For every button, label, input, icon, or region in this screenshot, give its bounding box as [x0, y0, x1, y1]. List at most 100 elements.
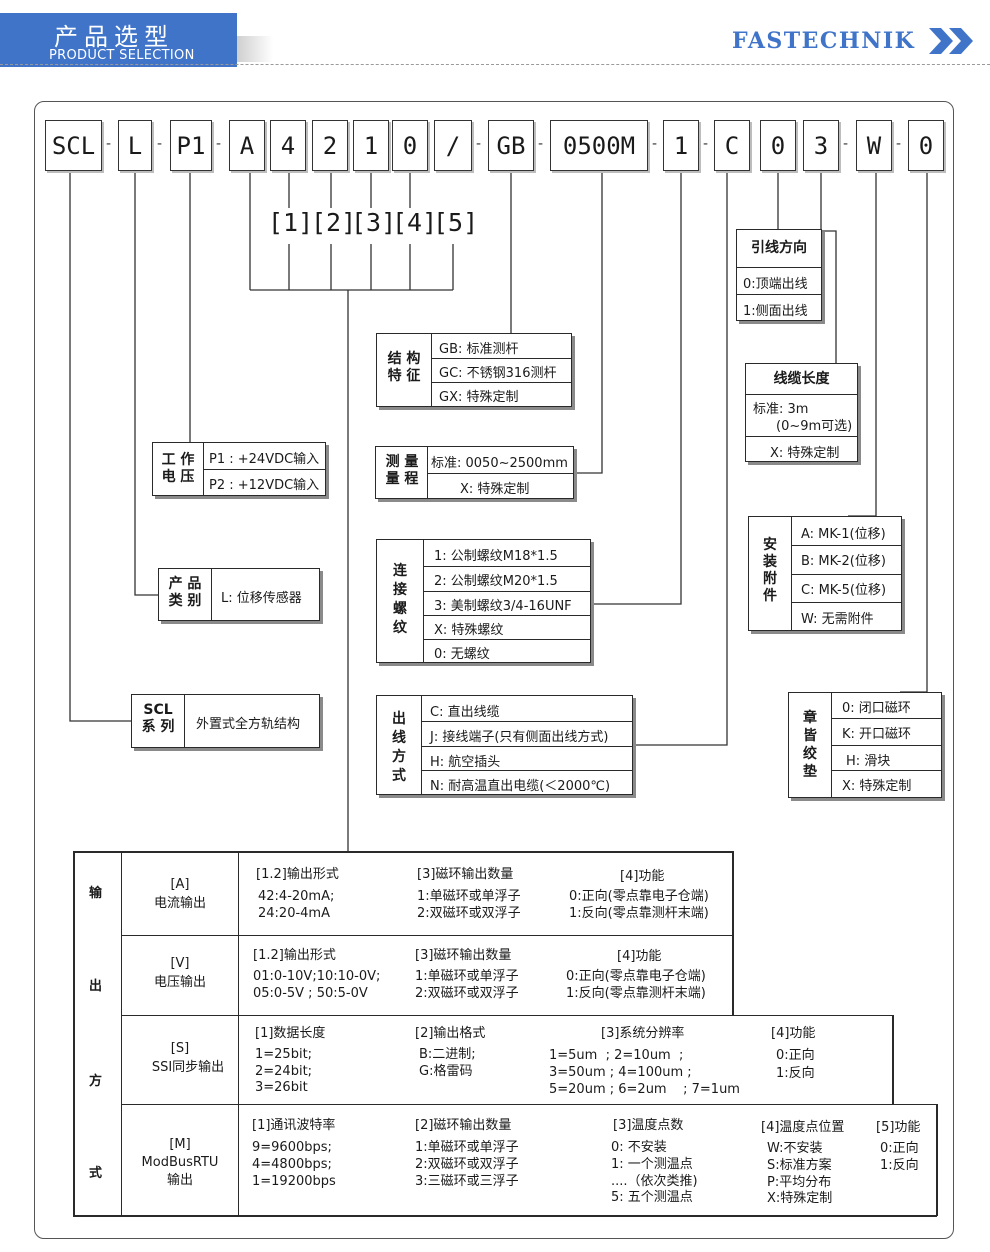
output-m-header: [1]通讯波特率 — [252, 1118, 336, 1133]
thread-option: 3: 美制螺纹3/4-16UNF — [434, 599, 572, 614]
category-table: 产 品类 别 L: 位移传感器 — [158, 568, 320, 621]
code-segment-digit: 2 — [312, 120, 348, 171]
outlet-option: C: 直出线缆 — [430, 705, 500, 720]
category-option: L: 位移传感器 — [221, 591, 302, 606]
output-side-label: 出 — [89, 979, 103, 994]
output-v-header: [3]磁环输出数量 — [415, 948, 512, 963]
output-v-code: [V] — [170, 956, 190, 971]
output-m-value: 4=4800bps; — [252, 1157, 332, 1172]
code-segment-lead-direction: 0 — [760, 120, 796, 171]
magnet-option: 0: 闭口磁环 — [842, 701, 911, 716]
output-a-name: 电流输出 — [153, 896, 206, 911]
output-s-value: 2=24bit; — [255, 1064, 313, 1079]
magnet-table: 章皆绞垫 0: 闭口磁环 K: 开口磁环 H: 滑块 X: 特殊定制 — [788, 692, 942, 798]
code-segment-outlet: C — [714, 120, 750, 171]
output-m-value: 3:三磁环或三浮子 — [415, 1174, 519, 1189]
voltage-option: P2 : +12VDC输入 — [209, 478, 320, 493]
series-option: 外置式全方轨结构 — [196, 717, 301, 732]
output-m-value: S:标准方案 — [767, 1158, 832, 1173]
code-segment-output: A — [229, 120, 265, 171]
output-a-header: [4]功能 — [620, 869, 665, 884]
code-segment-digit: 4 — [270, 120, 306, 171]
code-segment-digit: 0 — [392, 120, 428, 171]
voltage-table: 工 作电 压 P1 : +24VDC输入 P2 : +12VDC输入 — [152, 442, 326, 496]
output-m-value: P:平均分布 — [767, 1175, 832, 1190]
output-m-header: [3]温度点数 — [613, 1118, 684, 1133]
header-divider — [0, 64, 990, 65]
output-side-label: 方 — [89, 1074, 103, 1089]
output-side-label: 式 — [89, 1166, 103, 1181]
output-a-code: [A] — [170, 877, 190, 892]
range-table: 测 量量 程 标准: 0050~2500mm X: 特殊定制 — [375, 446, 574, 499]
code-segment-accessory: W — [856, 120, 892, 171]
output-m-name: 输出 — [166, 1173, 193, 1188]
output-v-value: 1:单磁环或单浮子 — [415, 969, 519, 984]
structure-table: 结 构特 征 GB: 标准测杆 GC: 不锈钢316测杆 GX: 特殊定制 — [376, 333, 572, 407]
category-label: 产 品类 别 — [168, 576, 202, 609]
code-segment-magnet: 0 — [908, 120, 944, 171]
output-s-header: [3]系统分辨率 — [601, 1026, 685, 1041]
code-dash: - — [157, 136, 163, 152]
magnet-option: X: 特殊定制 — [842, 779, 912, 794]
code-dash: - — [652, 136, 658, 152]
output-s-header: [2]输出格式 — [415, 1026, 486, 1041]
output-m-code: [M] — [169, 1137, 191, 1152]
output-s-header: [4]功能 — [771, 1026, 816, 1041]
cable-length-title: 线缆长度 — [773, 371, 830, 387]
thread-option: X: 特殊螺纹 — [434, 623, 504, 638]
index-label: [2] — [311, 208, 357, 237]
index-label: [5] — [433, 208, 479, 237]
magnet-option: H: 滑块 — [846, 754, 891, 769]
structure-label: 结 构特 征 — [387, 351, 421, 384]
output-m-value: 1: 一个测温点 — [611, 1157, 693, 1172]
accessory-label: 安装附件 — [763, 537, 777, 604]
structure-option: GX: 特殊定制 — [439, 390, 519, 405]
outlet-option: H: 航空插头 — [430, 755, 501, 770]
diagram-frame — [34, 101, 954, 1239]
index-label: [3] — [351, 208, 397, 237]
output-v-name: 电压输出 — [153, 975, 206, 990]
code-dash: - — [106, 136, 112, 152]
thread-option: 1: 公制螺纹M18*1.5 — [434, 549, 558, 564]
output-s-value: 3=50um ; 4=100um ; — [549, 1065, 692, 1080]
outlet-label: 出线方式 — [392, 711, 406, 784]
accessory-option: C: MK-5(位移) — [801, 583, 887, 598]
output-a-value: 0:正向(零点靠电子仓端) — [569, 889, 709, 904]
output-v-header: [1.2]输出形式 — [253, 948, 336, 963]
output-m-value: X:特殊定制 — [767, 1191, 833, 1206]
code-dash: - — [703, 136, 709, 152]
code-segment-slash: / — [434, 120, 472, 171]
code-dash: - — [896, 136, 902, 152]
code-segment-voltage: P1 — [170, 120, 212, 171]
output-m-header: [2]磁环输出数量 — [415, 1118, 512, 1133]
output-s-header: [1]数据长度 — [255, 1026, 326, 1041]
magnet-option: K: 开口磁环 — [842, 727, 912, 742]
output-s-name: SSI同步输出 — [151, 1060, 225, 1075]
output-m-value: ....（依次类推) — [611, 1174, 698, 1189]
output-s-value: 3=26bit — [255, 1080, 308, 1095]
voltage-option: P1 : +24VDC输入 — [209, 452, 320, 467]
output-m-value: 9=9600bps; — [252, 1140, 332, 1155]
output-v-value: 0:正向(零点靠电子仓端) — [566, 969, 706, 984]
output-m-header: [5]功能 — [876, 1120, 921, 1135]
output-a-value: 1:反向(零点靠测杆末端) — [569, 906, 709, 921]
output-s-value: 0:正向 — [776, 1048, 815, 1063]
outlet-option: N: 耐高温直出电缆(＜2000℃) — [430, 779, 611, 794]
lead-direction-option: 0:顶端出线 — [743, 277, 808, 292]
output-m-value: 1:单磁环或单浮子 — [415, 1140, 519, 1155]
output-s-value: G:格雷码 — [419, 1064, 473, 1079]
output-s-code: [S] — [170, 1041, 190, 1056]
cable-length-standard: 标准: 3m — [753, 402, 809, 417]
output-m-value: 5: 五个测温点 — [611, 1190, 693, 1205]
lead-direction-option: 1:侧面出线 — [743, 304, 808, 319]
output-m-value: 0: 不安装 — [611, 1140, 667, 1155]
output-m-value: 1:反向 — [880, 1158, 919, 1173]
output-v-value: 2:双磁环或双浮子 — [415, 986, 519, 1001]
range-option: 标准: 0050~2500mm — [431, 456, 568, 471]
output-a-header: [1.2]输出形式 — [256, 867, 339, 882]
thread-label: 连接螺纹 — [393, 563, 407, 636]
magnet-label: 章皆绞垫 — [803, 710, 817, 780]
code-segment-digit: 1 — [353, 120, 389, 171]
